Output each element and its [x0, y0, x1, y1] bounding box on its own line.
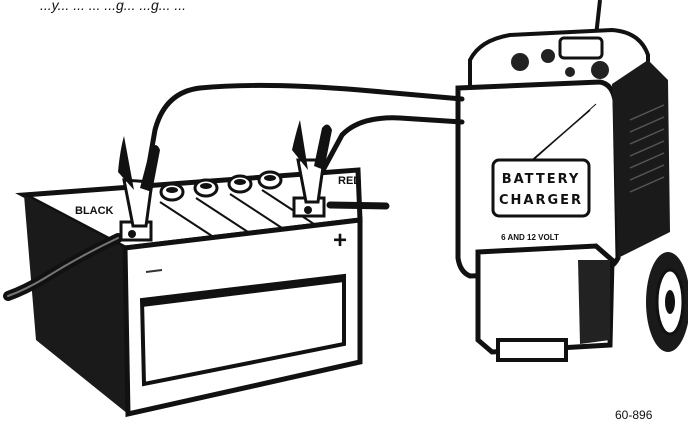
figure-number: 60-896 — [615, 408, 653, 422]
charger-side — [612, 60, 670, 258]
charger-label-plate — [491, 158, 591, 218]
red-clamp — [292, 120, 332, 218]
red-terminal-label: RED — [338, 175, 361, 187]
battery-charger: BATTERY CHARGER 6 AND 12 VOLT — [455, 0, 688, 362]
black-terminal-label: BLACK — [75, 205, 114, 217]
battery — [15, 167, 363, 418]
charger-voltage-label: 6 AND 12 VOLT — [501, 233, 559, 242]
charger-cables — [145, 82, 465, 175]
control-knob-left — [511, 53, 529, 71]
black-clamp — [118, 136, 160, 242]
control-knob-right — [591, 61, 609, 79]
charger-label-line1: BATTERY — [502, 172, 581, 187]
charger-wheel — [646, 252, 688, 352]
charger-label-line2: CHARGER — [499, 193, 583, 208]
battery-cable-positive — [326, 201, 390, 210]
header-text: ...y... ... ... ...g... ...g... ... — [40, 0, 186, 13]
positive-terminal-symbol: + — [333, 227, 347, 254]
